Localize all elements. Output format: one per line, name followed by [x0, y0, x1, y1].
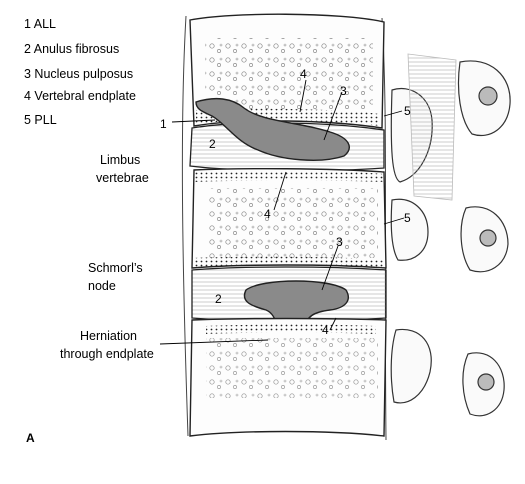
herniation-label-line2: through endplate: [60, 347, 154, 361]
callout-3-lower: 3: [336, 235, 343, 249]
schmorl-label-line2: node: [88, 279, 116, 293]
annotation-labels: Limbus vertebrae Schmorl’s node Herniati…: [60, 153, 154, 361]
legend-item-pll: 5 PLL: [24, 113, 57, 127]
callout-2-lower: 2: [215, 292, 222, 306]
legend: 1 ALL 2 Anulus fibrosus 3 Nucleus pulpos…: [24, 17, 136, 127]
posterior-elements: [390, 53, 511, 417]
limbus-label-line1: Limbus: [100, 153, 140, 167]
callout-5-lower: 5: [404, 211, 411, 225]
upper-disc: [189, 97, 385, 172]
callout-4-lower: 4: [322, 323, 329, 337]
callout-1: 1: [160, 117, 167, 131]
all-ligament: [181, 15, 189, 437]
callout-5-upper: 5: [404, 104, 411, 118]
herniation-label-line1: Herniation: [80, 329, 137, 343]
callout-2-upper: 2: [209, 137, 216, 151]
legend-item-vertebral-endplate: 4 Vertebral endplate: [24, 89, 136, 103]
schmorl-label-line1: Schmorl’s: [88, 261, 143, 275]
callout-4-upper: 4: [300, 67, 307, 81]
lower-vertebral-body: [189, 317, 387, 437]
vertebral-column: [181, 13, 387, 441]
leader-lines: [159, 79, 405, 345]
limbus-label-line2: vertebrae: [96, 171, 149, 185]
legend-item-anulus-fibrosus: 2 Anulus fibrosus: [24, 42, 119, 56]
panel-letter: A: [26, 431, 35, 445]
middle-vertebral-body: [191, 167, 387, 269]
lower-disc: [191, 266, 387, 341]
callout-4-middle: 4: [264, 207, 271, 221]
legend-item-nucleus-pulposus: 3 Nucleus pulposus: [24, 67, 133, 81]
numeric-callouts: 1 2 4 3 5 4 5 3 2 4: [160, 67, 411, 337]
upper-vertebral-body: [189, 13, 385, 129]
upper-nucleus-herniation: [195, 97, 350, 161]
callout-3-upper: 3: [340, 84, 347, 98]
legend-item-all: 1 ALL: [24, 17, 56, 31]
